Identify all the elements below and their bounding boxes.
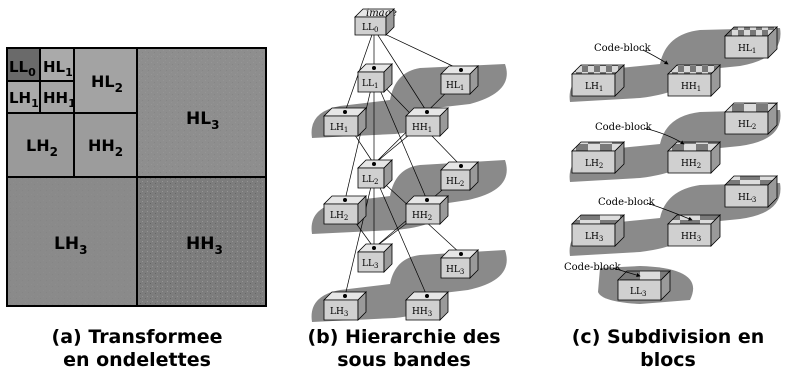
svg-text:HH3: HH3 [412, 307, 432, 318]
svg-text:LL1: LL1 [362, 79, 378, 90]
code-block-label-4: Code-block [564, 262, 622, 273]
svg-text:LL3: LL3 [362, 259, 378, 270]
svg-text:LH3: LH3 [585, 232, 603, 243]
box-hl3: HL3 [440, 249, 479, 279]
cb-box-lh3: LH3 [571, 214, 625, 247]
svg-text:HH2: HH2 [681, 159, 701, 170]
box-hh2: HH2 [405, 195, 449, 225]
label-hl2: HL2 [91, 72, 123, 95]
box-ll3: LL3 [357, 243, 393, 273]
box-hh3: HH3 [405, 291, 449, 321]
code-block-label-2: Code-block [595, 122, 653, 133]
cb-box-hh1: HH1 [667, 64, 721, 97]
hierarchy-panel: image LL0 LL1 HL1 LH1 [311, 8, 507, 322]
svg-text:HH1: HH1 [412, 123, 432, 134]
cb-box-hh3: HH3 [667, 214, 721, 247]
label-hl3: HL3 [186, 109, 219, 132]
cb-box-lh1: LH1 [571, 64, 625, 97]
cb-box-hl3: HL3 [724, 175, 778, 208]
svg-text:image: image [366, 8, 397, 19]
cb-box-ll3: LL3 [617, 270, 671, 301]
svg-text:LH2: LH2 [585, 159, 603, 170]
caption-b: (b) Hierarchie des sous bandes [289, 326, 519, 372]
svg-text:HL3: HL3 [738, 193, 756, 204]
svg-text:HH3: HH3 [681, 232, 701, 243]
label-hh1: HH1 [43, 89, 76, 110]
box-lh3: LH3 [323, 291, 367, 321]
cb-box-hl2: HL2 [724, 102, 778, 135]
label-lh2: LH2 [26, 136, 58, 159]
code-block-label-3: Code-block [598, 197, 656, 208]
hierarchy-links [344, 28, 462, 297]
caption-a: (a) Transformee en ondelettes [22, 326, 252, 372]
caption-b-line1: (b) Hierarchie des [307, 326, 501, 348]
cb-box-hl1: HL1 [724, 26, 778, 59]
label-hh3: HH3 [186, 234, 223, 257]
svg-text:HL2: HL2 [738, 120, 756, 131]
cb-box-lh2: LH2 [571, 141, 625, 174]
caption-c-line1: (c) Subdivision en [571, 326, 765, 348]
box-hh1: HH1 [405, 107, 449, 137]
label-lh3: LH3 [54, 234, 87, 257]
svg-text:HH2: HH2 [412, 211, 432, 222]
cb-box-hh2: HH2 [667, 141, 721, 174]
svg-text:HL3: HL3 [446, 265, 464, 276]
caption-c: (c) Subdivision en blocs [553, 326, 783, 372]
label-lh1: LH1 [9, 89, 39, 110]
wavelet-panel: LL0 HL1 LH1 HH1 HL2 LH2 HH2 HL3 LH3 HH3 [6, 47, 267, 307]
code-block-label-1: Code-block [594, 43, 652, 54]
svg-text:LH3: LH3 [330, 307, 348, 318]
label-hl1: HL1 [43, 58, 73, 79]
svg-text:HL2: HL2 [446, 177, 464, 188]
box-image: image LL0 [354, 8, 397, 36]
codeblock-panel: HL1 LH1 HH1 Code-block HL2 LH2 [564, 26, 781, 304]
caption-b-line2: sous bandes [337, 349, 471, 371]
box-lh2: LH2 [323, 195, 367, 225]
caption-a-line1: (a) Transformee [51, 326, 223, 348]
label-ll0: LL0 [9, 58, 36, 79]
svg-text:HH1: HH1 [681, 82, 701, 93]
box-ll1: LL1 [357, 63, 393, 93]
svg-text:LL2: LL2 [362, 175, 378, 186]
caption-c-line2: blocs [640, 349, 696, 371]
svg-text:LL3: LL3 [630, 287, 646, 298]
svg-text:LH1: LH1 [330, 123, 348, 134]
box-hl2: HL2 [440, 161, 479, 191]
box-lh1: LH1 [323, 107, 367, 137]
label-hh2: HH2 [88, 136, 123, 159]
caption-a-line2: en ondelettes [63, 349, 211, 371]
svg-text:LH1: LH1 [585, 82, 603, 93]
svg-text:LH2: LH2 [330, 211, 348, 222]
box-ll2: LL2 [357, 159, 393, 189]
svg-text:LL0: LL0 [362, 23, 378, 34]
svg-text:HL1: HL1 [446, 81, 464, 92]
box-hl1: HL1 [440, 65, 479, 95]
svg-text:HL1: HL1 [738, 44, 756, 55]
